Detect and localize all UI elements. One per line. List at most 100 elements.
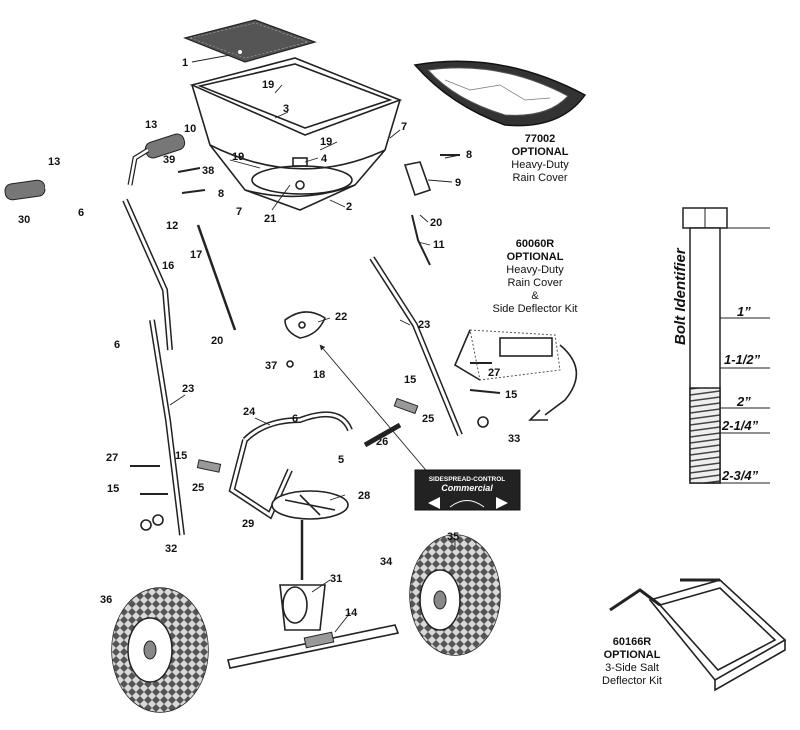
callout: 13 <box>48 156 60 168</box>
callout: 20 <box>430 217 442 229</box>
callout: 35 <box>447 531 459 543</box>
gearbox <box>279 584 326 631</box>
fasteners <box>130 154 501 531</box>
spinner-plate <box>271 490 349 520</box>
callout: 8 <box>466 149 472 161</box>
kit-line2: Deflector Kit <box>602 675 662 687</box>
hopper-screen <box>183 19 317 63</box>
callout: 15 <box>404 374 416 386</box>
bolt-identifier: Bolt Identifier 1” 1-1/2” 2” 2-1/4” 2-3/… <box>672 207 770 484</box>
kit-line2: Rain Cover <box>507 277 562 289</box>
kit-line1: Heavy-Duty <box>511 159 569 171</box>
bolt-size: 2-3/4” <box>721 468 759 483</box>
callout: 36 <box>100 594 112 606</box>
bolt-size: 2-1/4” <box>721 418 759 433</box>
callout: 4 <box>321 153 328 165</box>
callout: 12 <box>166 220 178 232</box>
callout: 9 <box>455 177 461 189</box>
callout: 28 <box>358 490 370 502</box>
callout: 10 <box>184 123 196 135</box>
callout: 34 <box>380 556 393 568</box>
kit-part-no: 77002 <box>525 133 556 145</box>
callout: 17 <box>190 249 202 261</box>
callout: 19 <box>320 136 332 148</box>
callout: 23 <box>182 383 194 395</box>
callout: 16 <box>162 260 174 272</box>
callout: 7 <box>236 206 242 218</box>
callout: 27 <box>488 367 500 379</box>
kit-60166R-text: 60166R OPTIONAL 3-Side Salt Deflector Ki… <box>602 636 662 687</box>
callout: 6 <box>114 339 120 351</box>
kit-77002-text: 77002 OPTIONAL Heavy-Duty Rain Cover <box>511 133 569 184</box>
callout: 13 <box>145 119 157 131</box>
callout: 27 <box>106 452 118 464</box>
linkage-rod <box>411 214 431 266</box>
callout: 25 <box>422 413 434 425</box>
handle-assembly <box>4 133 463 536</box>
agitator <box>284 311 326 339</box>
callout: 32 <box>165 543 177 555</box>
callout: 24 <box>243 406 256 418</box>
callout: 3 <box>283 103 289 115</box>
callout: 39 <box>163 154 175 166</box>
bolt-size: 1-1/2” <box>724 352 761 367</box>
callout: 19 <box>232 151 244 163</box>
bolt-size: 2” <box>736 394 751 409</box>
kit-line2: Rain Cover <box>512 172 567 184</box>
callout: 14 <box>345 607 358 619</box>
callout: 1 <box>182 57 188 69</box>
callout: 25 <box>192 482 204 494</box>
salt-deflector-kit <box>609 578 787 692</box>
callout: 33 <box>508 433 520 445</box>
callout: 15 <box>505 389 517 401</box>
kit-part-no: 60166R <box>613 636 652 648</box>
callout: 38 <box>202 165 214 177</box>
callout: 20 <box>211 335 223 347</box>
callout: 5 <box>338 454 344 466</box>
bolt-identifier-title: Bolt Identifier <box>672 247 689 345</box>
axle <box>227 624 400 669</box>
callout: 11 <box>433 239 445 251</box>
callout: 21 <box>264 213 276 225</box>
control-rod <box>196 224 237 331</box>
kit-part-no: 60060R <box>516 238 555 250</box>
side-deflector-kit <box>453 329 578 421</box>
bolt-size: 1” <box>737 304 751 319</box>
callout: 15 <box>175 450 187 462</box>
callout: 31 <box>330 573 342 585</box>
kit-tag: OPTIONAL <box>512 146 569 158</box>
callout-leaders <box>169 54 461 633</box>
callout-numbers: 1 19 3 13 10 39 38 8 12 13 6 30 19 4 19 … <box>18 57 520 619</box>
spreader-frame <box>228 411 353 520</box>
wheel-right <box>409 534 501 656</box>
hopper <box>189 57 403 211</box>
kit-line1: Heavy-Duty <box>506 264 564 276</box>
callout: 15 <box>107 483 119 495</box>
callout: 2 <box>346 201 352 213</box>
callout: 6 <box>78 207 84 219</box>
callout: 8 <box>218 188 224 200</box>
callout: 6 <box>292 413 298 425</box>
callout: 23 <box>418 319 430 331</box>
callout: 29 <box>242 518 254 530</box>
callout: 22 <box>335 311 347 323</box>
leader-arrow <box>319 344 431 476</box>
kit-tag: OPTIONAL <box>507 251 564 263</box>
kit-line1: 3-Side Salt <box>605 662 659 674</box>
kit-60060R-text: 60060R OPTIONAL Heavy-Duty Rain Cover & … <box>493 238 578 315</box>
callout: 30 <box>18 214 30 226</box>
kit-line3: & <box>531 290 539 302</box>
callout: 37 <box>265 360 277 372</box>
bracket <box>403 161 432 197</box>
callout: 7 <box>401 121 407 133</box>
plate-line1: SIDESPREAD-CONTROL <box>429 476 506 483</box>
control-plate: SIDESPREAD-CONTROL Commercial <box>414 469 521 511</box>
plate-line2: Commercial <box>441 483 493 493</box>
kit-line4: Side Deflector Kit <box>493 303 578 315</box>
rain-cover-77002 <box>413 60 587 127</box>
kit-tag: OPTIONAL <box>604 649 661 661</box>
callout: 18 <box>313 369 325 381</box>
callout: 19 <box>262 79 274 91</box>
